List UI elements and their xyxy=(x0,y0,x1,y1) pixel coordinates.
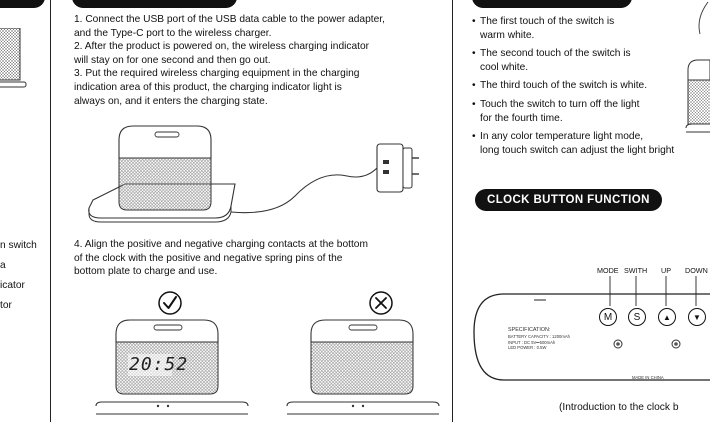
spec-battery: BATTERY CAPACITY : 1200mAh xyxy=(508,334,570,339)
column-divider-left xyxy=(50,0,52,422)
clock-button-function-title: CLOCK BUTTON FUNCTION xyxy=(475,189,662,211)
step-line-4: will stay on for one second and then go … xyxy=(74,54,271,66)
left-fragment-2: a xyxy=(0,260,6,271)
light-mode-list: The first touch of the switch is warm wh… xyxy=(472,15,674,162)
clock-bottom-panel xyxy=(473,276,710,381)
bullet-fourth-touch: Touch the switch to turn off the light f… xyxy=(472,98,674,125)
step-line-5: 3. Put the required wireless charging eq… xyxy=(74,68,360,80)
step-line-6: indication area of this product, the cha… xyxy=(74,81,342,93)
step-line-7: always on, and it enters the charging st… xyxy=(74,95,268,107)
right-header-pill xyxy=(472,0,632,8)
made-in-china: MADE IN CHINA xyxy=(632,375,664,380)
label-down: DOWN xyxy=(685,266,708,275)
step-line-1: 1. Connect the USB port of the USB data … xyxy=(74,14,385,25)
middle-header-pill xyxy=(72,0,237,8)
clock-wrong-illustration xyxy=(286,319,440,415)
column-divider-right xyxy=(452,0,454,422)
left-fragment-3: icator xyxy=(0,280,25,291)
step-4-text: 4. Align the positive and negative charg… xyxy=(74,238,368,279)
label-swith: SWITH xyxy=(624,266,648,275)
step4-line-3: bottom plate to charge and use. xyxy=(74,266,218,278)
spec-input: INPUT : DC 5V⎓500mAh xyxy=(508,339,556,345)
up-button[interactable]: ▲ xyxy=(658,308,676,326)
clock-time-display: 20:52 xyxy=(129,354,189,375)
down-arrow-icon: ▼ xyxy=(693,313,701,322)
bullet-first-touch: The first touch of the switch is warm wh… xyxy=(472,15,674,42)
step4-line-2: of the clock with the positive and negat… xyxy=(74,252,343,264)
bullet-second-touch: The second touch of the switch is cool w… xyxy=(472,47,674,74)
left-header-pill xyxy=(0,0,45,8)
setup-steps: 1. Connect the USB port of the USB data … xyxy=(74,13,385,108)
clock-correct-illustration xyxy=(95,319,249,415)
step4-line-1: 4. Align the positive and negative charg… xyxy=(74,239,368,250)
spec-title: SPECIFICATION: xyxy=(508,327,551,333)
spec-led-power: LED POWER : 0.5W xyxy=(508,345,547,351)
left-fragment-4: tor xyxy=(0,300,12,311)
mode-button-letter: M xyxy=(603,312,613,323)
up-arrow-icon: ▲ xyxy=(663,313,671,322)
charging-illustration xyxy=(88,125,419,223)
left-product-illustration xyxy=(0,28,27,88)
switch-button-letter: S xyxy=(633,312,641,323)
clock-caption: (Introduction to the clock b xyxy=(559,402,679,413)
switch-button[interactable]: S xyxy=(628,308,646,326)
specification-block: SPECIFICATION: BATTERY CAPACITY : 1200mA… xyxy=(508,326,570,351)
lamp-illustration xyxy=(685,1,710,133)
cross-mark-icon xyxy=(369,291,393,315)
bullet-long-touch: In any color temperature light mode, lon… xyxy=(472,130,674,157)
label-up: UP xyxy=(661,266,671,275)
bullet-third-touch: The third touch of the switch is white. xyxy=(472,79,674,93)
down-button[interactable]: ▼ xyxy=(688,308,706,326)
left-fragment-1: n switch xyxy=(0,240,37,251)
label-mode: MODE xyxy=(597,266,619,275)
step-line-2: and the Type-C port to the wireless char… xyxy=(74,27,272,39)
step-line-3: 2. After the product is powered on, the … xyxy=(74,41,370,53)
mode-button[interactable]: M xyxy=(599,308,617,326)
check-mark-icon xyxy=(158,291,182,315)
